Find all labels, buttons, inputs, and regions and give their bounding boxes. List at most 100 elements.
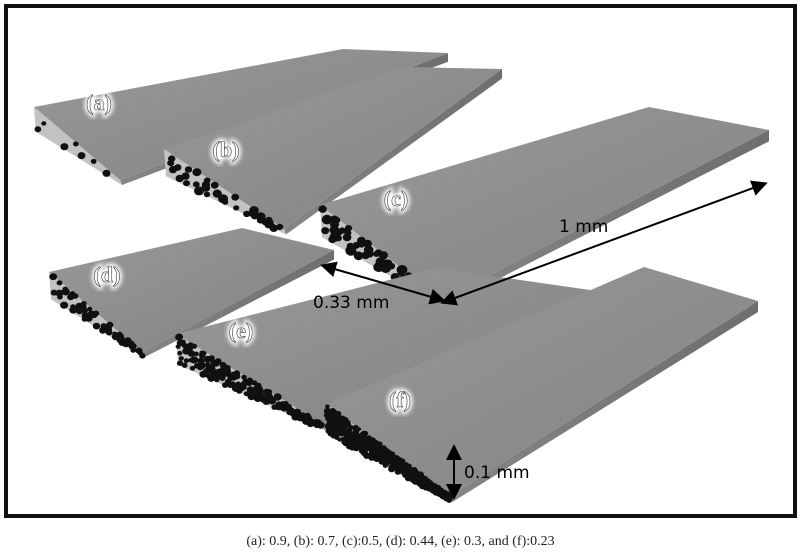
figure-frame: (a)(a)(b)(b)(d)(d)(c)(c)(e)(e)(f)(f) 1 m… [4,4,797,518]
pore [273,393,282,401]
pore [363,239,372,248]
pore [233,372,241,380]
pore [233,205,240,211]
slab-c-label-glow: (c) [384,186,408,211]
pore [76,308,83,315]
pore [181,342,188,349]
pore [231,193,240,201]
pore [90,158,97,164]
pore [243,210,251,218]
pore [92,322,101,330]
pore [194,186,204,196]
slab-b-label: (b) [213,137,240,162]
pore [174,164,182,171]
slab-b: (b)(b) [164,67,502,235]
pore [61,288,70,296]
slab-b-top-face [164,67,502,229]
pore [56,280,63,286]
pore [269,224,279,233]
pore [342,233,352,242]
slab-f-top-face [326,267,758,496]
pore [189,365,196,371]
slab-f-label: (f) [389,387,411,412]
pore [139,353,146,359]
pore [272,404,280,410]
slab-c-label: (c) [384,186,408,211]
pore [202,368,211,375]
slab-f-pores [323,404,453,503]
pore [229,381,236,386]
pore [85,315,93,322]
slab-f-label-glow: (f) [389,387,411,412]
pore [379,251,388,260]
pore [325,404,330,409]
pore [318,205,327,213]
pore [213,361,220,367]
pore [181,172,190,180]
pore [221,199,229,205]
pore [183,358,190,363]
pore [184,166,193,173]
pore [328,235,337,244]
pore [201,184,211,192]
pore [316,421,325,429]
pore [181,362,188,368]
pore [192,168,202,177]
slab-e-label-glow: (e) [229,318,253,343]
pore [41,121,47,126]
pore [210,181,219,189]
slab-b-pores [167,155,284,233]
pore [49,273,58,281]
pore [251,380,258,386]
pore [345,245,357,256]
pore [256,217,264,224]
pore [344,225,353,232]
pore [87,306,93,312]
pore [197,364,204,371]
pore [60,301,69,309]
pore [178,356,184,361]
pore [374,457,380,463]
pore [236,388,243,394]
pore [214,377,220,383]
diagram-canvas: (a)(a)(b)(b)(d)(d)(c)(c)(e)(e)(f)(f) 1 m… [4,4,797,518]
pore [387,262,396,270]
pore [77,152,86,160]
pore [102,169,111,177]
slab-a-pores [34,121,111,177]
slab-e-top-face [176,268,590,424]
slab-a-front-face [34,107,122,185]
pore [105,329,113,336]
pore [265,389,273,395]
slab-d-top-face [49,228,334,352]
width-dimension-arrow [320,261,446,305]
length-dimension-label: 1 mm [559,217,608,237]
pore [268,397,276,405]
pore [446,498,452,503]
pore [406,463,412,469]
slab-b-side-face [284,69,502,235]
pore [175,344,181,349]
pore [348,425,354,430]
pore [239,383,247,391]
pore [72,293,79,299]
pore [176,360,184,367]
pore [334,229,343,236]
height-dimension-label: 0.1 mm [464,463,530,483]
width-dimension-label: 0.33 mm [313,293,389,313]
slab-d-label-glow: (d) [94,262,121,287]
figure-caption: (a): 0.9, (b): 0.7, (c):0.5, (d): 0.44, … [246,534,555,549]
pore [353,251,364,261]
pore [203,191,211,198]
pore [219,375,226,382]
pore [373,251,380,257]
slab-e-label: (e) [229,318,253,343]
slab-f: (f)(f) [323,267,758,503]
pore [187,345,194,351]
pore [321,214,333,225]
pore [361,430,369,437]
pore [167,160,175,167]
pore [175,333,184,341]
pore [69,306,78,314]
pore [337,437,342,442]
